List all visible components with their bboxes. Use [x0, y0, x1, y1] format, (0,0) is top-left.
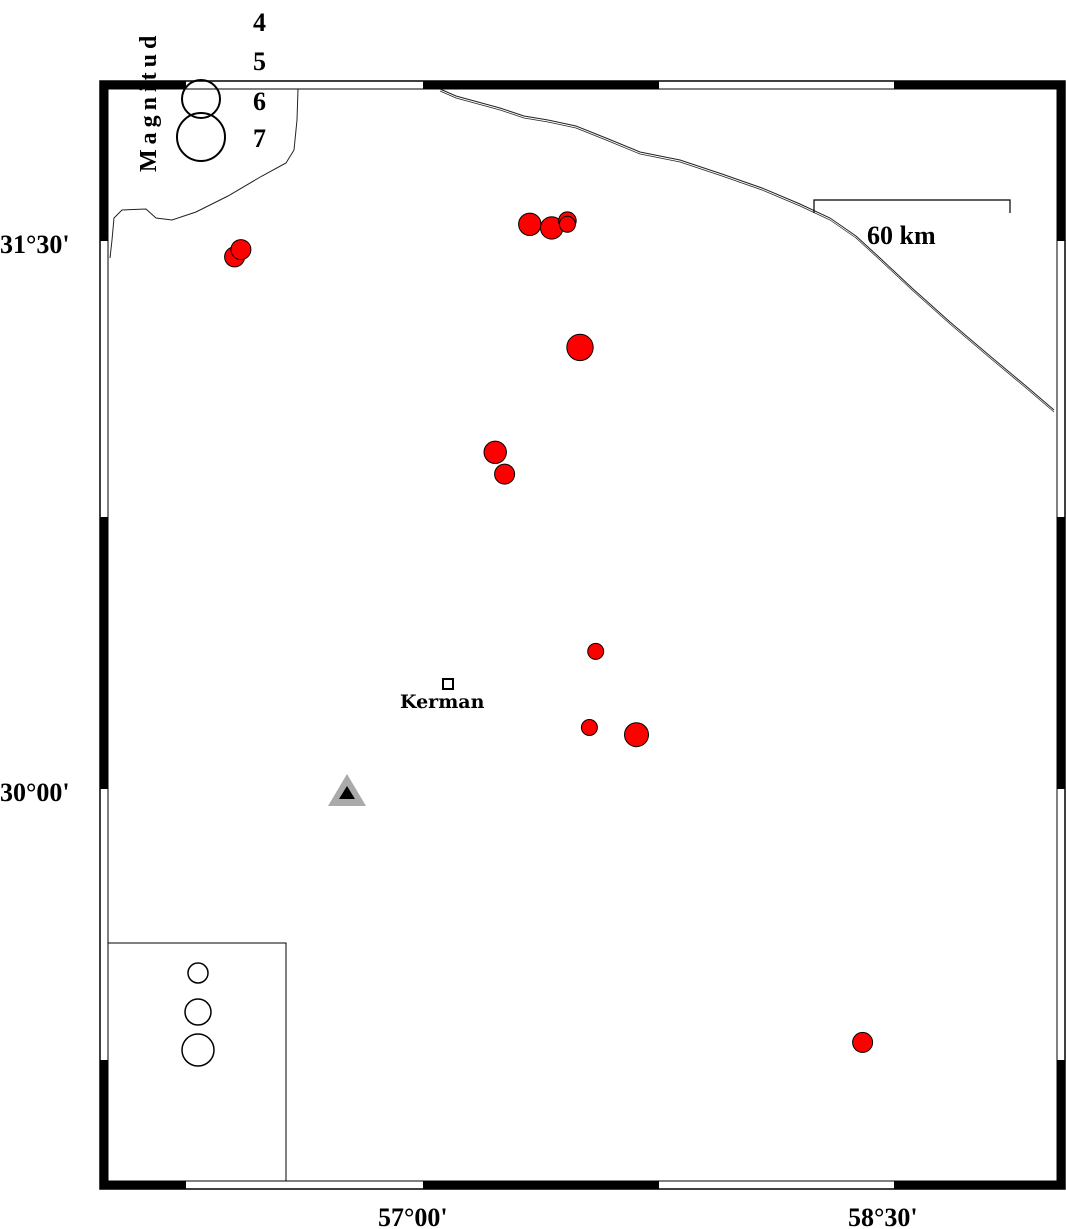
city-label: Kerman — [400, 691, 485, 713]
border-northwest — [109, 88, 299, 259]
frame-ticks — [100, 81, 1065, 1189]
legend-circle-6 — [181, 79, 221, 119]
legend-label-6: 6 — [253, 87, 266, 116]
inset-circle-6 — [181, 1033, 215, 1067]
scale-bar-line — [813, 199, 1011, 213]
earthquake-event-7 — [566, 333, 594, 362]
inset-circle-5 — [184, 998, 212, 1026]
lat-label-31-30: 31°30' — [0, 230, 70, 259]
earthquake-event-11 — [580, 719, 598, 736]
lon-label-57-00: 57°00' — [378, 1203, 448, 1229]
legend-title: Magnitud — [136, 31, 162, 172]
city-kerman: Kerman — [400, 678, 485, 713]
legend-label-5: 5 — [253, 47, 266, 76]
earthquake-event-12 — [624, 722, 649, 748]
earthquake-event-13 — [852, 1031, 874, 1053]
legend-label-7: 7 — [253, 124, 266, 153]
city-marker-icon — [442, 678, 454, 690]
inset-circle-4 — [187, 962, 209, 984]
earthquake-event-2 — [230, 239, 252, 261]
scale-bar-label: 60 km — [867, 221, 936, 250]
earthquake-event-9 — [494, 463, 516, 485]
inset-legend-box — [107, 942, 287, 1182]
scale-bar: 60 km — [813, 199, 1011, 250]
magnitude-legend: Magnitud 4 5 6 7 — [136, 8, 266, 172]
earthquake-event-6 — [558, 215, 576, 233]
lon-label-58-30: 58°30' — [848, 1203, 918, 1229]
earthquake-event-3 — [518, 212, 542, 237]
border-north — [439, 88, 1055, 411]
earthquake-events — [224, 211, 874, 1053]
earthquake-event-8 — [483, 440, 507, 464]
legend-circle-7 — [176, 112, 226, 162]
border-lines — [109, 88, 1055, 413]
legend-label-4: 4 — [253, 8, 266, 37]
station-triangle-icon — [328, 774, 366, 806]
lat-label-30-00: 30°00' — [0, 778, 70, 807]
earthquake-event-10 — [587, 642, 605, 660]
